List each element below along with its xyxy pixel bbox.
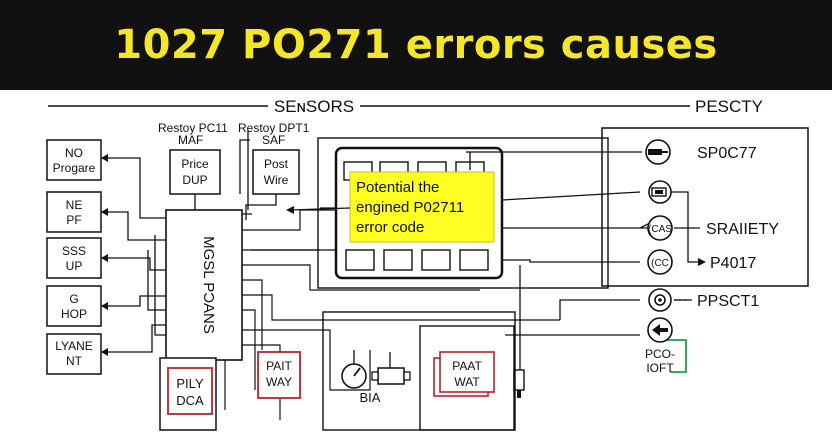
p4017-arrow [698,258,706,266]
paat-box: PAAT WAT [433,351,495,397]
left-box-2-line2: PF [66,213,81,227]
right-item-3-label: SRAIIETY [706,221,779,238]
plug-icon [645,139,671,165]
left-box-2: NE PF [46,191,102,233]
left-box-3-line1: SSS [62,244,86,258]
callout-pointer [289,207,351,211]
connector-icon [648,180,672,204]
module-block: MGSL PƆANS [165,209,243,361]
coil-icon: (СС [647,249,673,275]
left-box-4-line1: G [69,292,78,306]
arrow-left-icon [647,317,673,343]
module-wires [199,207,560,420]
bia-label: BIA [360,390,381,405]
top-box-post-line1: Post [264,157,289,171]
ply-box-line1: PILY [176,376,204,391]
top-box-post-line2: Wire [264,173,289,187]
gauge-icon [341,350,367,389]
top-label-left-line2: MAF [178,133,203,147]
error-callout: Potential the engined P02711 error code [349,171,495,243]
paat-box-line1: PAAT [452,359,482,373]
right-item-1-label: SP0C77 [697,145,757,162]
paat-box-line2: WAT [454,375,480,389]
left-box-5: LYANE NT [46,333,102,375]
gear-icon [648,288,672,312]
right-section-heading: PESCTY [695,97,763,116]
pait-box-line1: PAIT [266,359,292,373]
left-box-5-line1: LYANE [55,339,93,353]
top-box-post: Post Wire [252,149,300,195]
title-banner [0,0,832,90]
left-box-5-line2: NT [66,354,83,368]
ply-box: PILY DCA [159,357,217,431]
wiring-diagram: SEɴSORS PESCTY NO Progare NE PF SSS UP G… [46,97,809,431]
pait-box: PAIT WAY [257,351,301,399]
bottom-frame-inner [419,325,515,431]
callout-pointer-arrow [286,206,294,214]
callout-line1: Potential the [356,179,439,196]
right-section-box [601,127,809,287]
callout-line2: engined P02711 [356,199,464,216]
coil-icon-symbol: (СС [651,258,669,269]
right-item-4-label: P4017 [710,255,756,272]
left-box-4-line2: HOP [61,307,87,321]
left-box-4: G HOP [46,285,102,327]
green-wire [664,339,687,373]
cas-icon: (СAS [647,215,673,241]
top-label-left-line1: Restoy PC11 [158,121,228,135]
callout-line3: error code [356,219,424,236]
left-box-3: SSS UP [46,237,102,279]
top-box-price-line1: Price [181,157,209,171]
left-arrowheads [101,154,108,356]
sensors-heading: SEɴSORS [274,97,354,116]
pco-label-line2: IOFT [646,361,674,375]
left-box-1-line2: Progare [53,161,96,175]
right-item-5-label: PPSCT1 [697,293,759,310]
left-box-1-line1: NO [65,146,83,160]
left-box-3-line2: UP [66,259,83,273]
pait-box-line2: WAY [266,375,292,389]
left-box-1: NO Progare [46,139,102,181]
left-wires [101,157,166,353]
top-box-price: Price DUP [169,149,221,195]
actuator-icon [371,352,411,385]
module-label: MGSL PƆANS [200,236,217,334]
page-title: 1027 PO271 errors causes [114,22,718,68]
ply-box-line2: DCA [176,393,204,408]
bottom-frame-outer [322,311,516,431]
top-box-price-line2: DUP [182,173,207,187]
left-box-2-line1: NE [66,198,83,212]
top-label-right-line1: Restoy DPT1 [238,121,310,135]
pco-label-line1: PCO- [645,347,675,361]
cas-icon-symbol: (СAS [648,224,672,235]
top-label-right-line2: SAF [262,133,285,147]
